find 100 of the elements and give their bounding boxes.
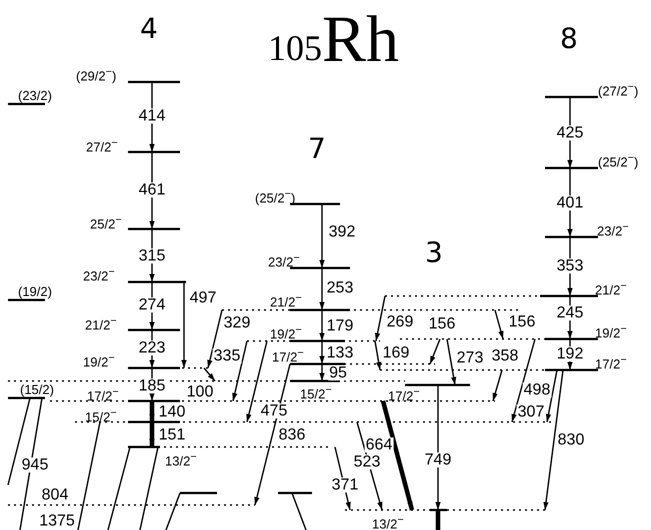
- energy-level-line: [180, 491, 217, 495]
- spin-label: 17/2$^{−}$: [87, 386, 119, 402]
- edge-label: 156: [508, 314, 536, 330]
- edge-label: 253: [326, 280, 354, 296]
- spin-label: 13/2$^{−}$: [372, 514, 404, 530]
- transition-arrow: [319, 204, 325, 268]
- transition-arrow: [429, 338, 441, 364]
- spin-label: 19/2$^{−}$: [595, 323, 627, 340]
- energy-level-line: [247, 339, 380, 343]
- edge-label: 133: [326, 346, 354, 360]
- edge-label: 315: [138, 248, 166, 264]
- transition-arrow: [546, 370, 558, 422]
- edge-label: 192: [556, 346, 584, 362]
- edge-label: 836: [278, 428, 306, 442]
- edge-label: 1375: [38, 514, 76, 528]
- energy-level-line: [222, 308, 520, 312]
- spin-label: 21/2$^{−}$: [270, 292, 302, 308]
- transition-arrow: [380, 400, 414, 511]
- transition-arrow: [435, 385, 441, 510]
- transition-arrow: [181, 282, 187, 368]
- spin-label: 27/2$^{−}$: [86, 137, 118, 154]
- transition-arrow: [203, 368, 216, 382]
- spin-label: (27/2$^{−}$): [598, 81, 638, 98]
- edge-label: 664: [364, 438, 394, 452]
- spin-label: 21/2$^{−}$: [595, 280, 627, 296]
- edge-label: 335: [212, 348, 242, 364]
- spin-label: 15/2$^{−}$: [300, 384, 332, 400]
- spin-label: 23/2$^{−}$: [597, 221, 629, 238]
- edge-label: 425: [556, 126, 584, 140]
- edge-label: 307: [516, 404, 546, 420]
- edge-label: 179: [326, 318, 354, 334]
- spin-label: 15/2$^{−}$: [85, 407, 117, 424]
- edge-label: 945: [20, 458, 50, 472]
- edge-label: 475: [260, 404, 288, 418]
- energy-level-line: [50, 399, 495, 403]
- edge-label: 498: [522, 382, 552, 398]
- spin-label: (25/2$^{−}$): [598, 152, 638, 168]
- transition-arrow: [319, 268, 325, 310]
- edge-label: 461: [138, 182, 166, 198]
- energy-level-line: [128, 328, 180, 332]
- transition-arrow: [149, 422, 155, 447]
- spin-label: 21/2$^{−}$: [85, 315, 117, 332]
- transition-arrow: [446, 338, 456, 386]
- edge-label: 523: [352, 454, 382, 470]
- transition-arrow: [494, 310, 504, 340]
- transition-arrow: [492, 370, 503, 402]
- band-number: 8: [560, 24, 578, 54]
- edge-label: 804: [40, 488, 70, 502]
- spin-label: 17/2$^{−}$: [272, 347, 304, 364]
- energy-level-line: [278, 491, 312, 495]
- edge-label: 329: [222, 316, 252, 330]
- edge-label: 371: [330, 478, 360, 492]
- transition-arrow: [543, 370, 564, 510]
- energy-level-line: [128, 280, 186, 284]
- edge-label: 100: [186, 384, 214, 400]
- edge-label: 185: [138, 378, 166, 394]
- spin-label: 19/2$^{−}$: [83, 352, 115, 368]
- edge-label: 151: [158, 428, 186, 442]
- spin-label: 13/2$^{−}$: [165, 451, 197, 468]
- edge-label: 273: [456, 350, 484, 366]
- edge-label: 749: [424, 452, 452, 468]
- energy-level-line: [8, 396, 45, 400]
- transition-arrow: [207, 310, 223, 368]
- energy-level-line: [380, 368, 598, 372]
- energy-level-line: [8, 102, 45, 106]
- energy-level-line: [8, 503, 255, 507]
- energy-level-line: [128, 80, 180, 84]
- edge-label: 223: [138, 340, 166, 356]
- energy-level-line: [385, 294, 598, 298]
- transition-arrow: [511, 338, 536, 422]
- edge-label: 274: [138, 298, 166, 312]
- energy-level-line: [128, 150, 180, 154]
- energy-level-line: [290, 266, 350, 270]
- energy-level-line: [400, 337, 598, 341]
- band-number: 4: [140, 14, 158, 44]
- transition-arrow: [319, 341, 325, 364]
- edge-label: 169: [382, 346, 410, 360]
- transition-arrow: [254, 364, 291, 506]
- edge-label: 245: [556, 306, 584, 320]
- transition-arrow: [246, 340, 268, 422]
- transition-arrow: [374, 340, 382, 370]
- energy-level-line: [290, 362, 435, 366]
- edge-label: 156: [428, 316, 456, 332]
- edge-label: 830: [556, 432, 586, 448]
- spin-label: 17/2$^{−}$: [388, 386, 420, 402]
- energy-level-line: [545, 166, 598, 170]
- edge-label: 497: [188, 290, 218, 306]
- energy-level-line: [8, 298, 45, 302]
- energy-level-line: [405, 383, 470, 387]
- spin-label: 17/2$^{−}$: [595, 354, 627, 370]
- spin-label: (23/2): [18, 89, 52, 102]
- edge-label: 95: [328, 366, 348, 380]
- edge-label: 401: [556, 196, 584, 210]
- energy-level-line: [128, 227, 180, 231]
- energy-level-line: [545, 235, 598, 239]
- spin-label: 25/2$^{−}$: [90, 214, 122, 230]
- energy-level-line: [545, 95, 598, 99]
- edge-label: 392: [328, 224, 356, 240]
- edge-label: 414: [138, 108, 166, 124]
- spin-label: (19/2): [18, 285, 52, 298]
